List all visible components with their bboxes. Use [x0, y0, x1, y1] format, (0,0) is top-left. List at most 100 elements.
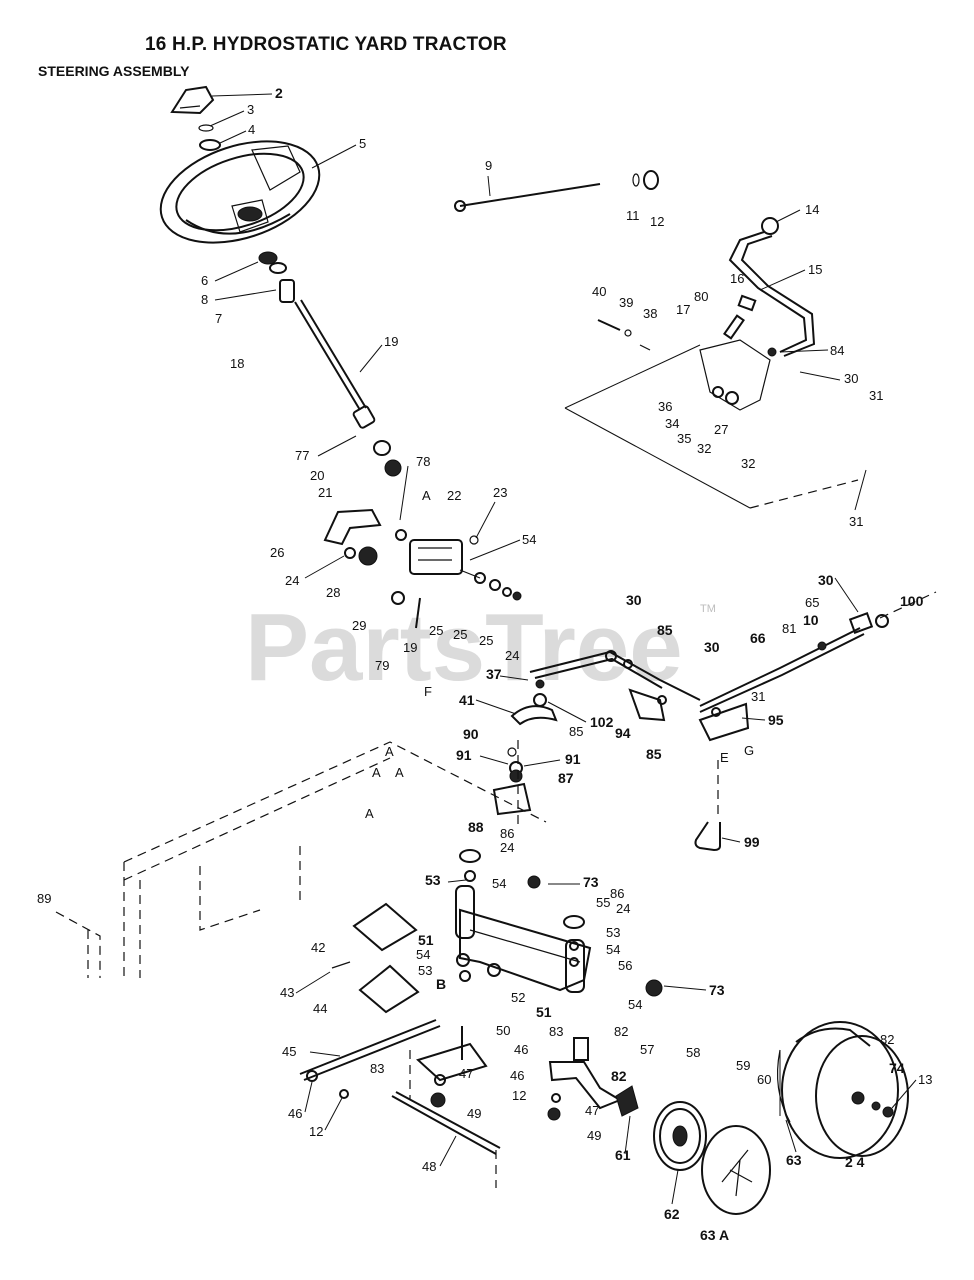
callout-19-bottom: 19: [403, 640, 417, 655]
steering-gear-bracket-part: [323, 508, 479, 629]
callout-82-lower: 82: [611, 1068, 627, 1084]
watermark: PartsTree: [245, 594, 683, 701]
callout-8: 8: [201, 292, 208, 307]
callout-59: 59: [736, 1058, 750, 1073]
callout-32-b: 32: [741, 456, 755, 471]
tie-rod-long-part: [299, 1019, 441, 1099]
callout-48: 48: [422, 1159, 436, 1174]
diagram-title: 16 H.P. HYDROSTATIC YARD TRACTOR: [145, 34, 507, 55]
callout-53-right: 53: [606, 925, 620, 940]
callout-18: 18: [230, 356, 244, 371]
callout-73-top: 73: [583, 874, 599, 890]
callout-16: 16: [730, 271, 744, 286]
hub-cap-part: [701, 1125, 771, 1215]
callout-15: 15: [808, 262, 822, 277]
callout-31-lower: 31: [751, 689, 765, 704]
callout-12-left: 12: [309, 1124, 323, 1139]
callout-56: 56: [618, 958, 632, 973]
callout-85-arm: 85: [569, 724, 583, 739]
callout-14: 14: [805, 202, 819, 217]
callout-22: 22: [447, 488, 461, 503]
callout-42: 42: [311, 940, 325, 955]
callout-82-right: 82: [614, 1024, 628, 1039]
callout-63a: 63 A: [700, 1227, 729, 1243]
callout-44: 44: [313, 1001, 327, 1016]
callout-27: 27: [714, 422, 728, 437]
callout-74: 74: [889, 1060, 905, 1076]
cap-screw-part: [198, 124, 221, 151]
callout-49-left: 49: [467, 1106, 481, 1121]
callout-86-left: 86: [500, 826, 514, 841]
callout-66: 66: [750, 630, 766, 646]
callout-77: 77: [295, 448, 309, 463]
callout-37: 37: [486, 666, 502, 682]
callout-a-frame-1: A: [385, 744, 394, 759]
callout-63: 63: [786, 1152, 802, 1168]
callout-26: 26: [270, 545, 284, 560]
callout-31-mid: 31: [849, 514, 863, 529]
front-tire-part: [776, 1021, 909, 1159]
callout-46-left: 46: [288, 1106, 302, 1121]
callout-24-tire: 2 4: [845, 1154, 865, 1170]
callout-81: 81: [782, 621, 796, 636]
callout-11: 11: [626, 208, 640, 223]
callout-a-frame-3: A: [395, 765, 404, 780]
callout-39: 39: [619, 295, 633, 310]
callout-23: 23: [493, 485, 507, 500]
callout-12-top: 12: [650, 214, 664, 229]
callout-82-tire: 82: [880, 1032, 894, 1047]
callout-30-top: 30: [844, 371, 858, 386]
callout-b: B: [436, 976, 446, 992]
callout-38: 38: [643, 306, 657, 321]
callout-87: 87: [558, 770, 574, 786]
callout-46-right: 46: [514, 1042, 528, 1057]
callout-54-left: 54: [416, 947, 430, 962]
callout-a-frame-4: A: [365, 806, 374, 821]
washer-stack-part: [459, 569, 522, 601]
callout-25-a: 25: [429, 623, 443, 638]
callout-a-frame-2: A: [372, 765, 381, 780]
callout-61: 61: [615, 1147, 631, 1163]
callout-83-right: 83: [549, 1024, 563, 1039]
callout-52: 52: [511, 990, 525, 1005]
callout-28: 28: [326, 585, 340, 600]
callout-54-axle: 54: [492, 876, 506, 891]
callout-f: F: [424, 684, 432, 699]
callout-60: 60: [757, 1072, 771, 1087]
drag-link-rod-part: [454, 170, 659, 212]
callout-54-right: 54: [606, 942, 620, 957]
callout-30-mid: 30: [626, 592, 642, 608]
callout-2: 2: [275, 85, 283, 101]
control-lever-part: [699, 217, 816, 411]
callout-90: 90: [463, 726, 479, 742]
callout-30-right: 30: [818, 572, 834, 588]
frame-outline: [55, 741, 547, 978]
callout-25-b: 25: [453, 627, 467, 642]
horn-cap-part: [170, 85, 215, 115]
callout-84: 84: [830, 343, 844, 358]
callout-62: 62: [664, 1206, 680, 1222]
callout-54-lower: 54: [628, 997, 642, 1012]
callout-34: 34: [665, 416, 679, 431]
callout-55: 55: [596, 895, 610, 910]
callout-32-a: 32: [697, 441, 711, 456]
callout-85-top: 85: [657, 622, 673, 638]
callout-35: 35: [677, 431, 691, 446]
callout-88: 88: [468, 819, 484, 835]
support-plate-part: [331, 902, 420, 1014]
callout-5: 5: [359, 136, 366, 151]
callout-19-top: 19: [384, 334, 398, 349]
pivot-stack-part: [459, 740, 532, 863]
callout-86-right: 86: [610, 886, 624, 901]
callout-65: 65: [805, 595, 819, 610]
callout-85-lower: 85: [646, 746, 662, 762]
callout-43: 43: [280, 985, 294, 1000]
callout-25-c: 25: [479, 633, 493, 648]
callout-3: 3: [247, 102, 254, 117]
pin-set-part: [597, 319, 651, 351]
callout-58: 58: [686, 1045, 700, 1060]
callout-13: 13: [918, 1072, 932, 1087]
callout-31-top: 31: [869, 388, 883, 403]
callout-40: 40: [592, 284, 606, 299]
callout-53-top: 53: [425, 872, 441, 888]
